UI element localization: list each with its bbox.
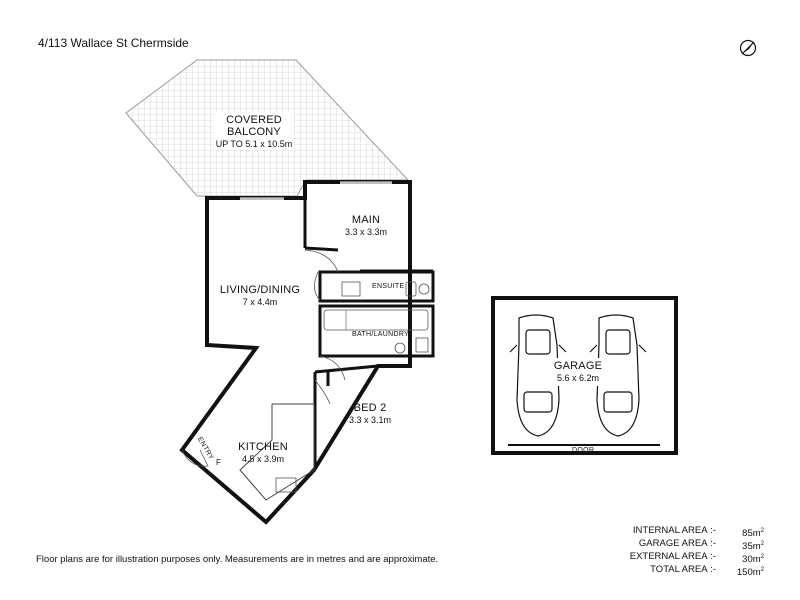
main-bedroom-label: MAIN 3.3 x 3.3m (344, 214, 388, 237)
area-summary: INTERNAL AREA :- 85m2 GARAGE AREA :- 35m… (629, 525, 764, 579)
balcony-label: COVERED BALCONY UP TO 5.1 x 10.5m (215, 114, 293, 149)
compass-icon (739, 39, 757, 57)
disclaimer-text: Floor plans are for illustration purpose… (36, 554, 439, 565)
car-left (509, 314, 567, 437)
bath-laundry-room (318, 304, 435, 358)
area-row: TOTAL AREA :- 150m2 (650, 564, 764, 579)
ensuite-label: ENSUITE (372, 283, 405, 290)
bed2-label: BED 2 3.3 x 3.1m (348, 402, 392, 425)
garage-outline (491, 296, 678, 455)
kitchen-label: KITCHEN 4.5 x 3.9m (238, 441, 288, 464)
garage-door-label: DOOR (572, 447, 595, 454)
unit-outline (179, 180, 412, 525)
area-row: GARAGE AREA :- 35m2 (638, 538, 764, 553)
property-address: 4/113 Wallace St Chermside (38, 36, 189, 50)
car-right (589, 314, 647, 437)
garage-label: GARAGE 5.6 x 6.2m (553, 360, 603, 383)
bath-laundry-label: BATH/LAUNDRY (352, 331, 410, 338)
ensuite-room (318, 270, 435, 303)
living-dining-label: LIVING/DINING 7 x 4.4m (219, 284, 301, 307)
entry-marker: F (216, 458, 222, 467)
area-row: INTERNAL AREA :- 85m2 (632, 525, 764, 540)
area-row: EXTERNAL AREA :- 30m2 (629, 551, 764, 566)
